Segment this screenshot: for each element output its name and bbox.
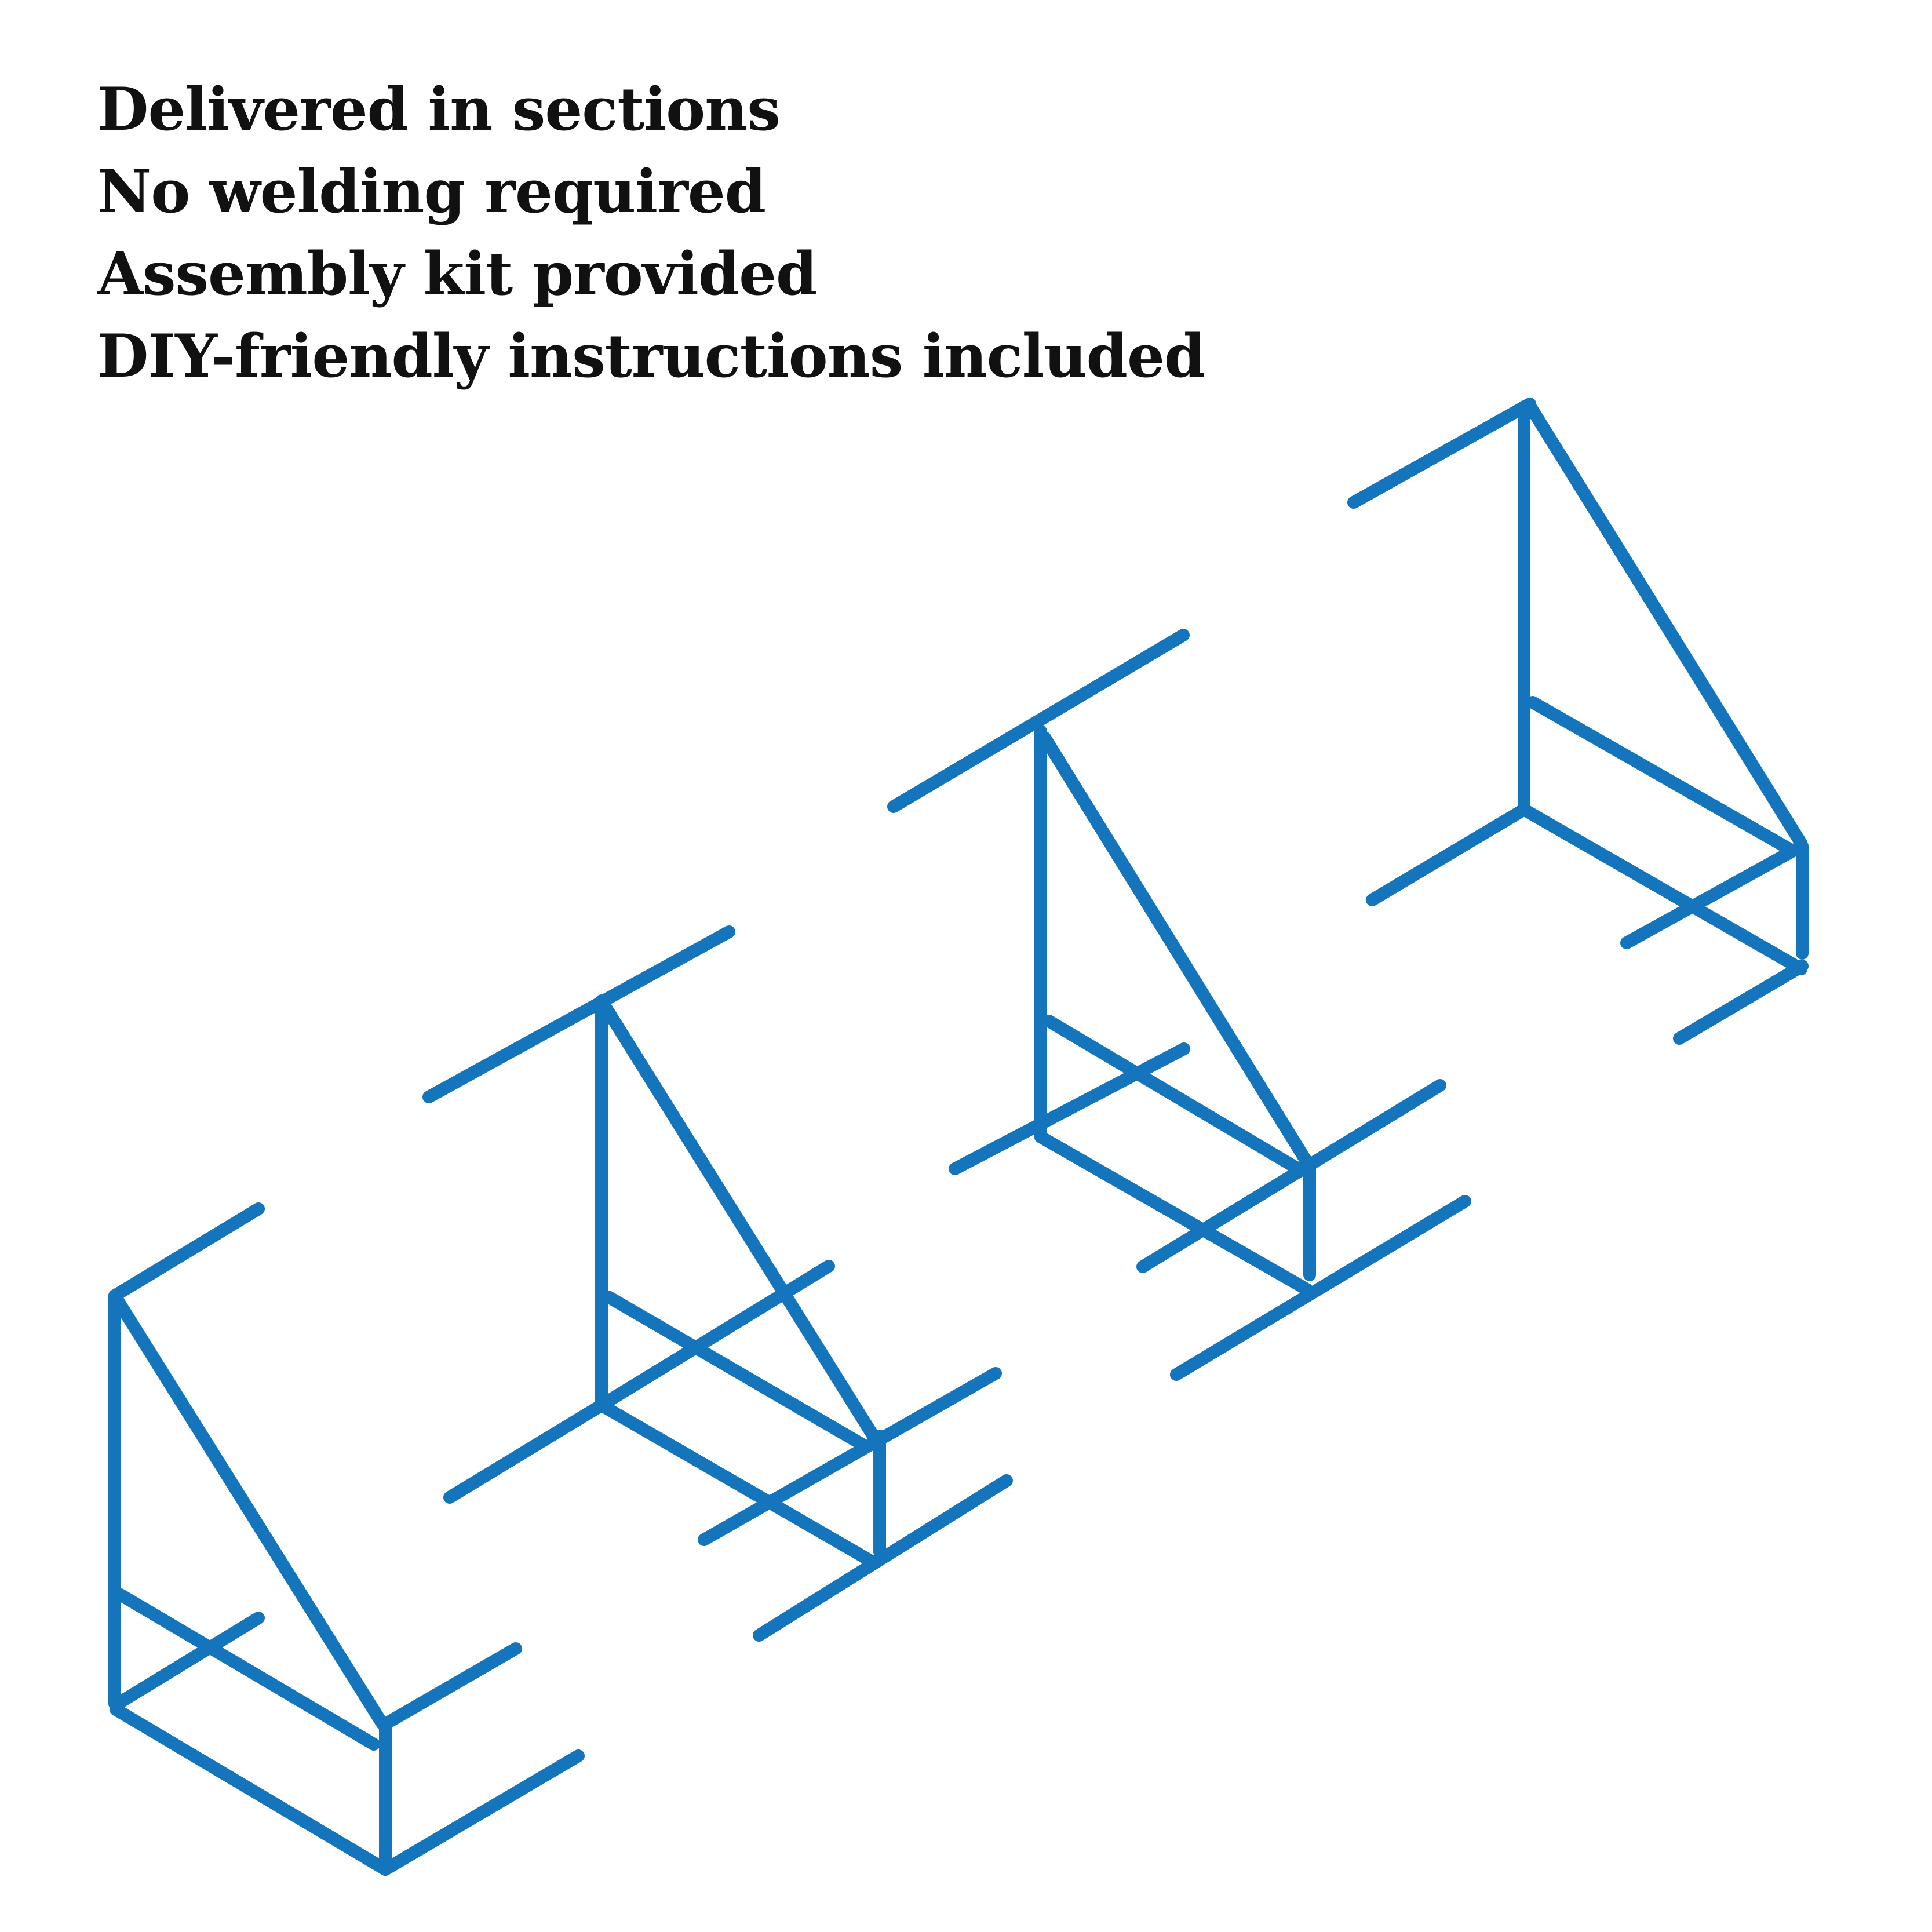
frame-bar [698, 1367, 1002, 1546]
frame-bar [595, 1260, 835, 1412]
frame-bar [1034, 1131, 1313, 1296]
frame-bar [1170, 1195, 1471, 1381]
frame-bar [595, 1399, 878, 1568]
frame-bar [887, 629, 1190, 813]
feature-item: DIY-friendly instructions included [97, 322, 1205, 391]
frame-bar [949, 1042, 1190, 1175]
feature-list: Delivered in sections No welding require… [97, 68, 1205, 398]
feature-item: Assembly kit provided [97, 239, 817, 309]
frame-section-3 [887, 629, 1471, 1381]
frame-bar [1038, 731, 1314, 1170]
frame-bar [1620, 843, 1803, 949]
frame-section-1 [108, 1202, 585, 1876]
frame-bar [379, 1642, 522, 1730]
frame-section-2 [422, 925, 1013, 1642]
frame-bar [1366, 803, 1530, 906]
frame-bar [114, 1588, 380, 1751]
frame-bar [110, 1612, 265, 1711]
frame-section-4 [1347, 398, 1809, 1045]
frame-bar [1347, 398, 1536, 509]
frame-bar [1136, 1079, 1446, 1273]
feature-item: Delivered in sections [97, 75, 781, 144]
frame-bar [108, 1289, 389, 1730]
frame-bar [1042, 1015, 1307, 1177]
frame-bar [1526, 696, 1799, 857]
frame-bar [110, 1703, 392, 1876]
frame-bar [1518, 803, 1807, 975]
frame-bar [602, 1291, 871, 1452]
frame-bar [379, 1749, 585, 1876]
frame-bar [108, 1202, 265, 1302]
frame-bar [443, 1399, 608, 1504]
frame-bar [1673, 960, 1809, 1045]
feature-item: No welding required [97, 157, 766, 227]
frame-bar [422, 925, 735, 1103]
frame-bar [753, 1474, 1013, 1642]
frame-bar [599, 1001, 880, 1442]
frame-bar [1525, 402, 1807, 850]
